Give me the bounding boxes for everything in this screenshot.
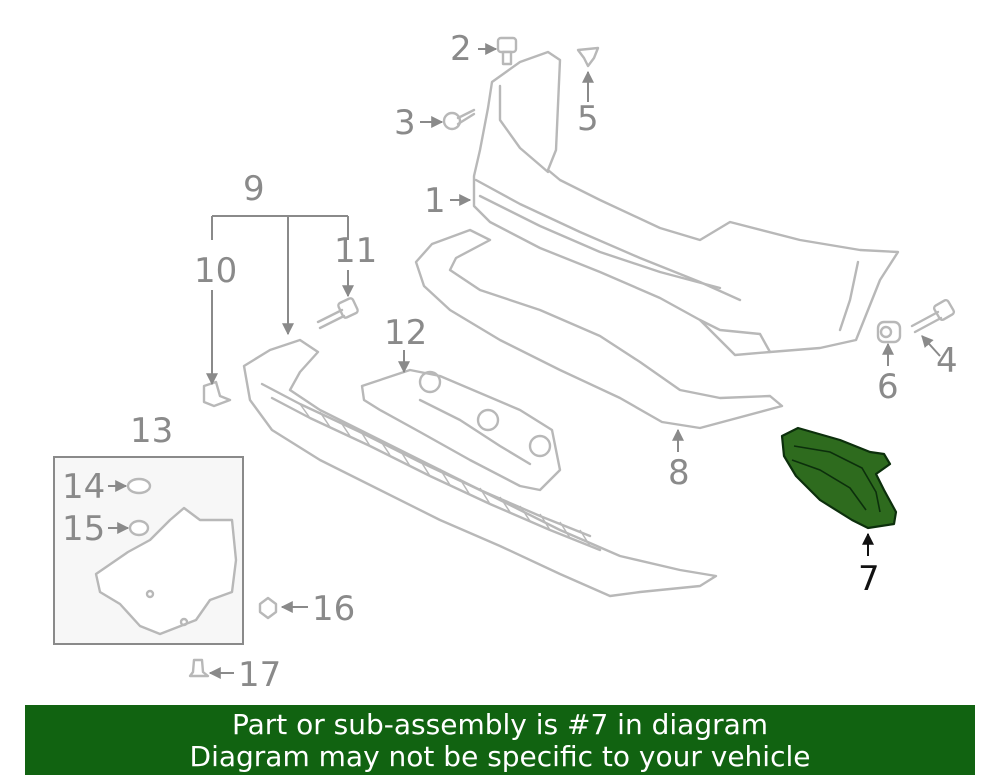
callout-1: 1: [424, 181, 446, 221]
bolt-2: [496, 36, 518, 66]
callout-10: 10: [194, 251, 237, 291]
callout-14: 14: [62, 467, 105, 507]
grommet-6: [876, 320, 902, 344]
callout-8: 8: [668, 453, 690, 493]
info-banner: Part or sub-assembly is #7 in diagram Di…: [25, 705, 975, 775]
nut-16: [258, 596, 278, 620]
callout-7: 7: [858, 559, 880, 599]
banner-line-2: Diagram may not be specific to your vehi…: [189, 740, 811, 773]
callout-13: 13: [130, 411, 173, 451]
bracket-10: [202, 380, 232, 408]
callout-11: 11: [334, 231, 377, 271]
panel-13-box: [53, 456, 244, 645]
trim-strip: [414, 228, 784, 430]
reflector-7: [780, 426, 898, 530]
lower-valance: [242, 338, 718, 598]
callout-3: 3: [394, 103, 416, 143]
callout-4: 4: [936, 341, 958, 381]
bolt-4: [910, 298, 956, 334]
callout-5: 5: [577, 99, 599, 139]
screw-3: [442, 108, 476, 131]
callout-6: 6: [877, 367, 899, 407]
callout-9: 9: [243, 169, 265, 209]
leader-lines: [108, 43, 941, 679]
pushpin-17: [188, 658, 210, 678]
bumper-cover: [472, 50, 900, 357]
parts-diagram: 2 3 5 1 4 6 7 8 9 10 11 12 13 14 15 16 1…: [53, 29, 958, 695]
bolt-11: [316, 297, 359, 330]
callout-16: 16: [312, 589, 355, 629]
callout-12: 12: [384, 313, 427, 353]
absorber-12: [360, 368, 562, 492]
banner-line-1: Part or sub-assembly is #7 in diagram: [231, 708, 769, 741]
callout-17: 17: [238, 655, 281, 695]
callout-15: 15: [62, 509, 105, 549]
clip-5: [576, 46, 600, 68]
callout-2: 2: [450, 29, 472, 69]
